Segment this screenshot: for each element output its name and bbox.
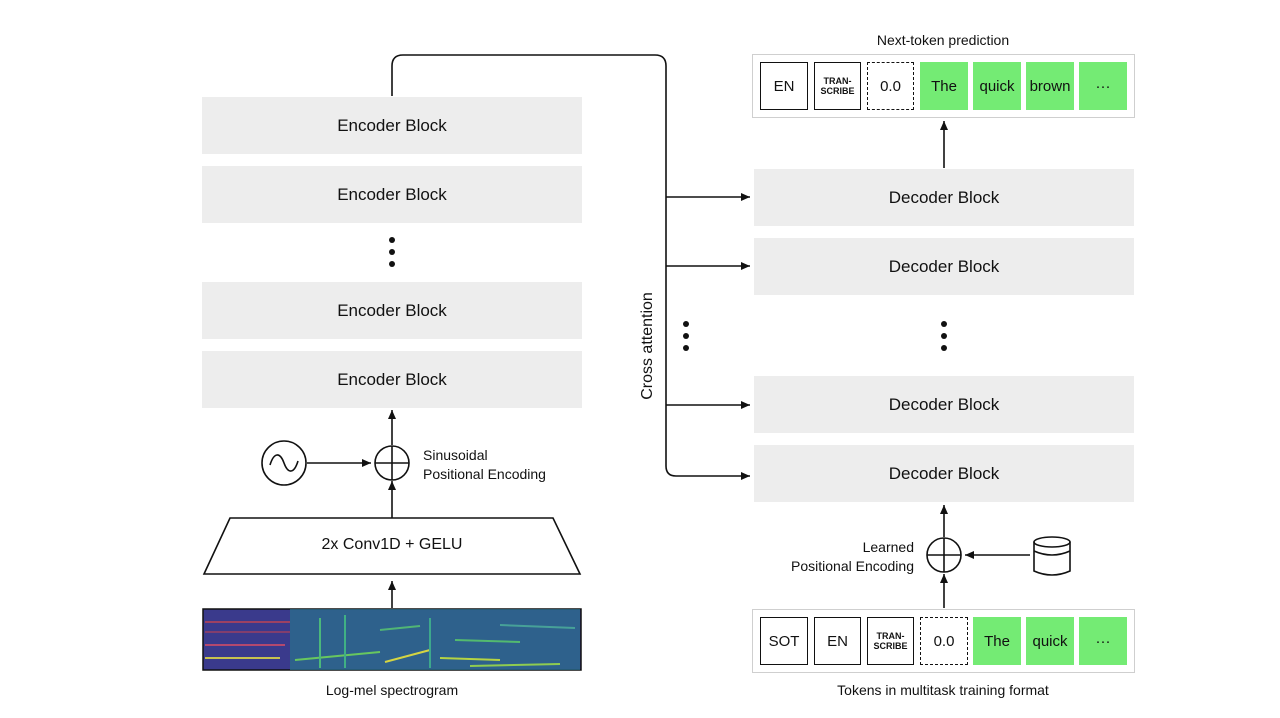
output-token: ··· <box>1079 62 1127 110</box>
input-token: quick <box>1026 617 1074 665</box>
input-token: SOT <box>760 617 808 665</box>
spectrogram-caption: Log-mel spectrogram <box>325 682 459 698</box>
output-token: EN <box>760 62 808 110</box>
encoder-ellipsis <box>388 237 396 273</box>
input-token-row: SOT EN TRAN- SCRIBE 0.0 The quick ··· <box>752 609 1135 673</box>
decoder-block-3: Decoder Block <box>754 376 1134 433</box>
encoder-block-1: Encoder Block <box>202 97 582 154</box>
encoder-block-label: Encoder Block <box>337 300 447 320</box>
encoder-block-4: Encoder Block <box>202 351 582 408</box>
input-token: TRAN- SCRIBE <box>867 617 914 665</box>
encoder-add-icon <box>374 445 410 481</box>
decoder-ellipsis <box>940 321 948 357</box>
output-token-row: EN TRAN- SCRIBE 0.0 The quick brown ··· <box>752 54 1135 118</box>
output-token: The <box>920 62 968 110</box>
decoder-add-icon <box>926 537 962 573</box>
decoder-block-1: Decoder Block <box>754 169 1134 226</box>
cross-attention-ellipsis <box>682 321 690 357</box>
decoder-block-4: Decoder Block <box>754 445 1134 502</box>
encoder-output-line <box>391 54 750 480</box>
conv-trapezoid-shape <box>202 517 582 575</box>
output-title: Next-token prediction <box>876 32 1010 48</box>
encoder-block-label: Encoder Block <box>337 184 447 204</box>
output-token: brown <box>1026 62 1074 110</box>
embedding-cylinder-icon <box>1033 536 1071 576</box>
spectrogram-image <box>202 608 582 671</box>
decoder-block-label: Decoder Block <box>888 394 1000 414</box>
output-token: quick <box>973 62 1021 110</box>
input-token: EN <box>814 617 861 665</box>
learned-encoding-label: Learned Positional Encoding <box>791 539 914 574</box>
encoder-block-2: Encoder Block <box>202 166 582 223</box>
output-token: TRAN- SCRIBE <box>814 62 861 110</box>
sine-wave-icon <box>261 440 307 486</box>
decoder-block-label: Decoder Block <box>888 256 1000 276</box>
input-token: ··· <box>1079 617 1127 665</box>
decoder-block-label: Decoder Block <box>888 187 1000 207</box>
decoder-block-label: Decoder Block <box>888 463 1000 483</box>
input-token: The <box>973 617 1021 665</box>
encoder-block-label: Encoder Block <box>337 115 447 135</box>
encoder-block-label: Encoder Block <box>337 369 447 389</box>
input-tokens-caption: Tokens in multitask training format <box>837 682 1049 698</box>
encoder-block-3: Encoder Block <box>202 282 582 339</box>
sinusoidal-encoding-label: Sinusoidal Positional Encoding <box>423 447 546 482</box>
output-token: 0.0 <box>867 62 914 110</box>
conv-label: 2x Conv1D + GELU <box>321 536 463 553</box>
decoder-block-2: Decoder Block <box>754 238 1134 295</box>
input-token: 0.0 <box>920 617 968 665</box>
cross-attention-label: Cross attention <box>639 292 656 400</box>
